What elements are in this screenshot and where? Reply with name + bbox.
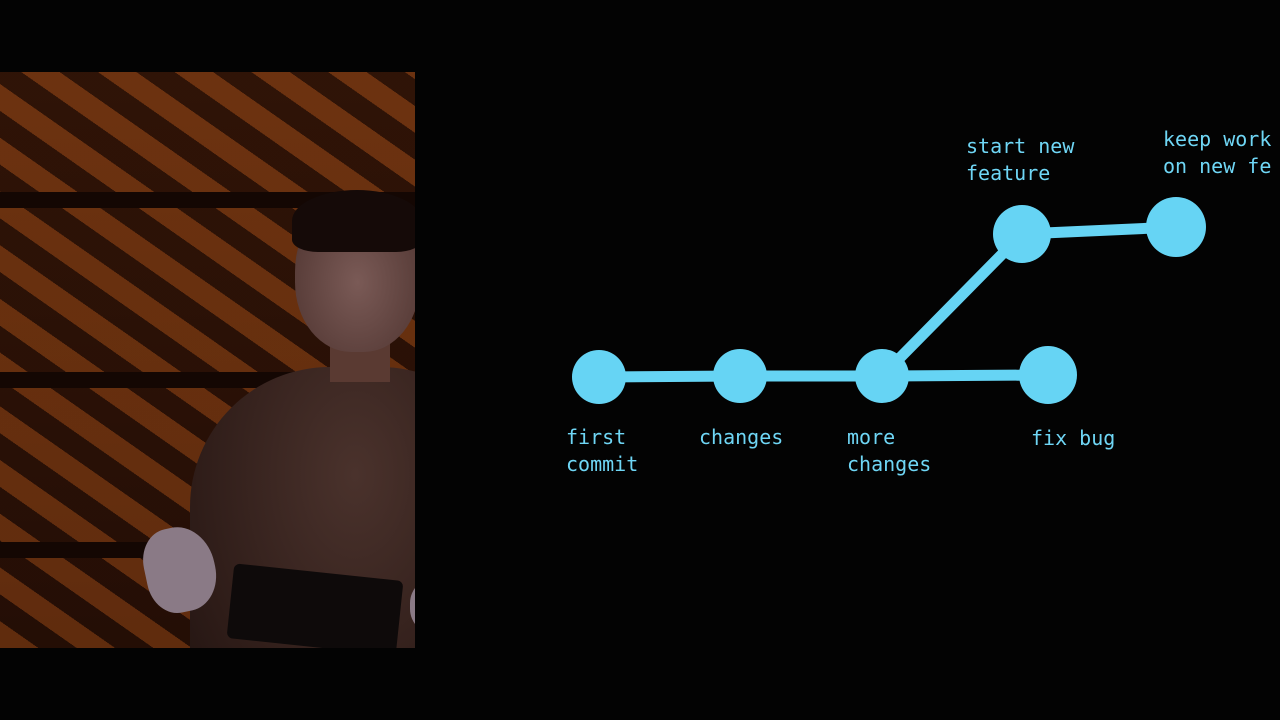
commit-node-fix-bug xyxy=(1019,346,1077,404)
commit-node-first-commit xyxy=(572,350,626,404)
commit-node-start-new-feature xyxy=(993,205,1051,263)
presenter-right-hand xyxy=(410,577,415,635)
diagram-nodes xyxy=(572,197,1206,404)
commit-node-changes xyxy=(713,349,767,403)
label-changes: changes xyxy=(699,425,784,449)
presenter-video xyxy=(0,72,415,648)
commit-node-keep-working xyxy=(1146,197,1206,257)
edge-more-changes-to-start-new-feature xyxy=(876,228,1028,382)
label-fix-bug: fix bug xyxy=(1031,426,1116,450)
commit-node-more-changes xyxy=(855,349,909,403)
presenter-hair xyxy=(292,190,415,252)
